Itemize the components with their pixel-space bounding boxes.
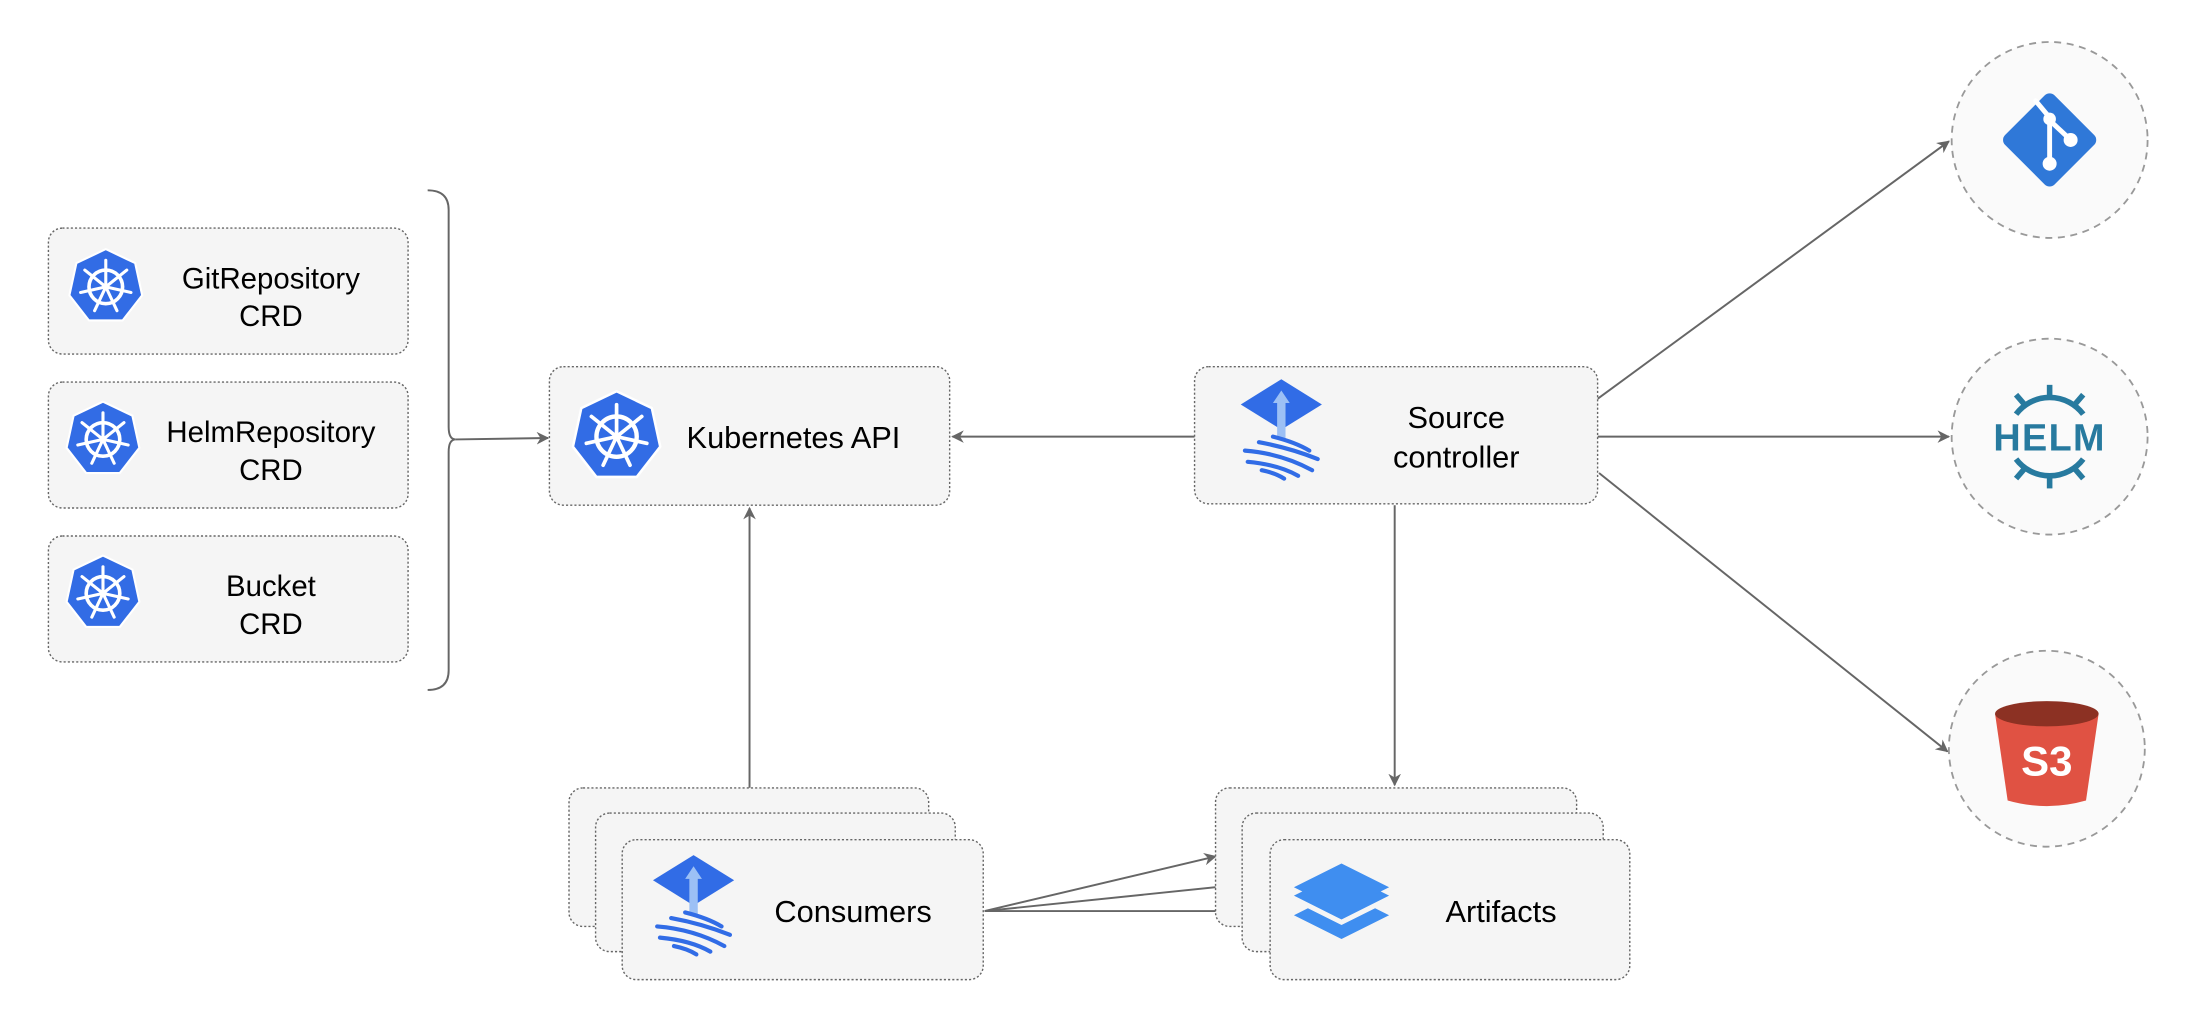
crd-label: HelmRepository <box>166 416 375 449</box>
svg-text:S3: S3 <box>2021 737 2072 784</box>
crd-label: CRD <box>239 608 303 641</box>
crd-label: CRD <box>239 300 303 333</box>
s3-source-node[interactable]: S3 <box>1947 649 2146 848</box>
crd-brace <box>427 189 456 691</box>
edge-controller-to-git <box>1597 140 1950 400</box>
artifacts-label: Artifacts <box>1445 894 1556 929</box>
git-icon <box>2003 93 2097 187</box>
crd-label: Bucket <box>226 570 316 603</box>
edge-consumers-to-artifacts-1 <box>984 852 1217 912</box>
artifacts-node[interactable]: Artifacts <box>1214 787 1631 981</box>
layers-icon <box>1293 863 1390 940</box>
helm-source-node[interactable]: HELM <box>1950 337 2149 536</box>
svg-text:HELM: HELM <box>1993 418 2106 460</box>
bucket-crd-node[interactable]: Bucket CRD <box>47 535 409 663</box>
crd-label: GitRepository <box>182 262 360 295</box>
crd-label: CRD <box>239 454 303 487</box>
s3-bucket-icon: S3 <box>1995 701 2099 807</box>
consumers-label: Consumers <box>774 894 931 929</box>
edge-consumers-to-artifacts-2 <box>984 879 1244 913</box>
source-controller-label: Source <box>1408 400 1505 435</box>
consumers-node[interactable]: Consumers <box>568 787 984 981</box>
helm-icon: HELM <box>1993 384 2106 489</box>
kubernetes-api-node[interactable]: Kubernetes API <box>548 365 951 506</box>
kubernetes-api-label: Kubernetes API <box>687 420 901 455</box>
git-source-node[interactable] <box>1950 41 2149 239</box>
edge-controller-to-s3 <box>1598 472 1949 753</box>
edge-crds-to-api <box>455 431 550 445</box>
source-controller-node[interactable]: Source controller <box>1193 365 1599 505</box>
source-controller-label: controller <box>1393 439 1520 474</box>
helmrepository-crd-node[interactable]: HelmRepository CRD <box>47 381 409 509</box>
gitrepository-crd-node[interactable]: GitRepository CRD <box>47 227 409 355</box>
